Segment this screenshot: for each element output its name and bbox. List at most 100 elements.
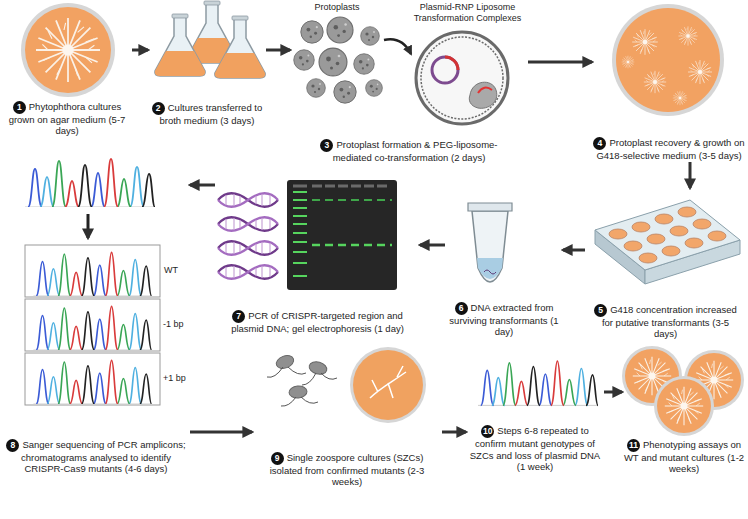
zoospore (308, 360, 328, 376)
process-step: 10Steps 6-8 repeated to confirm mutant g… (466, 340, 604, 473)
germinating-hypha (370, 366, 406, 398)
transformant-colony (632, 29, 658, 55)
transformant-colony (673, 91, 687, 105)
insertion-chromatogram (33, 360, 151, 404)
zoospore-flagella (267, 367, 337, 406)
dna-base-pairs (226, 194, 270, 278)
step-label: 6DNA extracted from surviving transforma… (446, 302, 562, 338)
step-label: 1Phytophthora cultures grown on agar med… (3, 101, 131, 137)
phenotype-plate (654, 376, 714, 436)
deletion-chromatogram (33, 306, 151, 350)
chromatogram-frame (25, 245, 160, 297)
flow-arrow (689, 162, 692, 188)
chromatogram-frame (25, 299, 160, 351)
step-caption: PCR of CRISPR-targeted region and plasmi… (231, 310, 404, 334)
plasmid (432, 57, 458, 83)
step-label: 8Sanger sequencing of PCR amplicons; chr… (3, 439, 189, 475)
protoplast (334, 81, 356, 103)
step-caption: Protoplast recovery & growth on G418-sel… (596, 137, 744, 161)
step-number: 6 (455, 302, 468, 315)
step-number: 8 (6, 439, 19, 452)
step-caption: Protoplast formation & PEG-liposome-medi… (333, 139, 498, 163)
amplicon-bands (312, 244, 392, 247)
petri-dish-rim (21, 3, 115, 97)
process-step: 3Protoplast formation & PEG-liposome-med… (290, 2, 528, 164)
gel-wells (293, 185, 387, 188)
step-label: 11Phenotyping assays on WT and mutant cu… (623, 439, 745, 475)
annotation-label: WT (164, 265, 194, 276)
step-label: 4Protoplast recovery & growth on G418-se… (593, 137, 745, 162)
step-number: 7 (232, 310, 245, 323)
annotation-label: +1 bp (163, 373, 193, 384)
flow-arrow (190, 184, 215, 187)
protoplast (319, 48, 347, 76)
step-number: 11 (627, 439, 640, 452)
process-step: 9Single zoospore cultures (SZCs) isolate… (252, 338, 442, 488)
step-caption: G418 concentration increased for putativ… (602, 304, 737, 340)
well-plate-top (595, 200, 740, 270)
dna-solution (477, 258, 503, 279)
protoplast (354, 54, 374, 74)
culture-flask (155, 14, 205, 76)
liposome-inner-layer (421, 37, 503, 119)
process-step: 5G418 concentration increased for putati… (585, 188, 746, 340)
plasmid-gene (445, 57, 458, 70)
selective-agar (616, 8, 720, 112)
dna-strand (484, 270, 496, 274)
transformant-colony (622, 56, 635, 69)
flow-arrow (442, 431, 466, 434)
protoplast (294, 50, 314, 70)
step-number: 1 (13, 101, 26, 114)
cas9-protein (469, 82, 497, 108)
step-caption: Phytophthora cultures grown on agar medi… (9, 101, 126, 137)
step-label: 3Protoplast formation & PEG-liposome-med… (309, 139, 509, 164)
step-number: 2 (152, 102, 165, 115)
protoplast (366, 80, 383, 97)
zoospore (274, 353, 295, 370)
step-number: 5 (594, 304, 607, 317)
chromatogram (25, 159, 155, 207)
transformant-colony (678, 26, 697, 45)
microcentrifuge-tube (472, 211, 508, 282)
step-caption: Phenotyping assays on WT and mutant cult… (624, 439, 744, 475)
petri-dish-rim (350, 347, 426, 423)
step-label: 5G418 concentration increased for putati… (591, 304, 741, 340)
annotation-label: Protoplasts (297, 2, 377, 13)
petri-dish-rim (612, 4, 724, 116)
chromatogram-frame (25, 353, 160, 405)
protoplast (301, 21, 323, 43)
annotation-label: Plasmid-RNP Liposome Transformation Comp… (405, 2, 530, 24)
step-number: 9 (271, 452, 284, 465)
agarose-gel (287, 180, 397, 290)
culture-wells (609, 207, 726, 263)
zoospore (289, 385, 308, 399)
process-step: 8Sanger sequencing of PCR amplicons; chr… (2, 150, 190, 475)
process-step: 1Phytophthora cultures grown on agar med… (2, 2, 132, 137)
protoplast (361, 27, 380, 46)
step-number: 10 (481, 425, 494, 438)
step-label: 7PCR of CRISPR-targeted region and plasm… (228, 310, 408, 335)
step-label: 2Cultures transferred to broth medium (3… (149, 102, 265, 127)
culture-flask (215, 16, 265, 78)
agar-medium (353, 350, 423, 420)
mycelium-colony (36, 18, 100, 82)
step-number: 3 (320, 139, 333, 152)
step-label: 10Steps 6-8 repeated to confirm mutant g… (467, 425, 603, 473)
process-step: 11Phenotyping assays on WT and mutant cu… (622, 345, 746, 475)
flow-arrow (266, 49, 290, 52)
step-caption: Cultures transferred to broth medium (3 … (159, 102, 262, 126)
flow-arrow (420, 244, 445, 247)
confirmation-chromatogram (478, 361, 598, 405)
dna-helix-strand (218, 193, 278, 279)
guide-rna (478, 88, 492, 93)
annotation-label: -1 bp (163, 319, 193, 330)
step-caption: Sanger sequencing of PCR amplicons; chro… (21, 439, 186, 475)
dna-helix-strand (218, 193, 278, 279)
flow-arrow (132, 49, 148, 52)
agar-medium (25, 7, 111, 93)
transformant-colony (688, 60, 712, 84)
protoplast (327, 17, 353, 43)
step-label: 9Single zoospore cultures (SZCs) isolate… (257, 452, 437, 488)
tube-cap (468, 203, 512, 211)
